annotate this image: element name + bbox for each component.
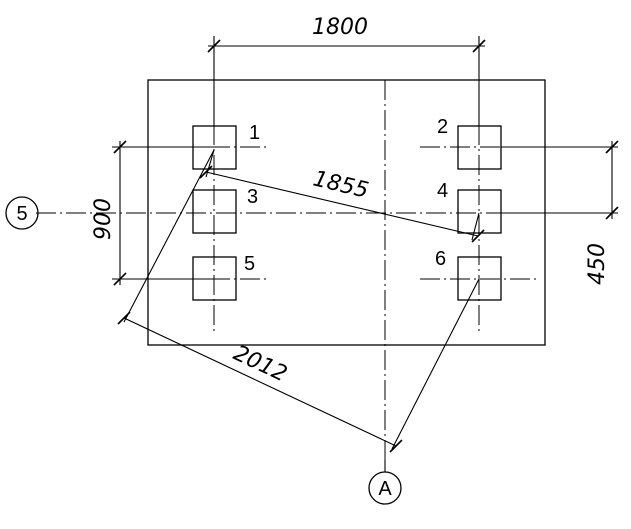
grid-bubble-5: 5 bbox=[5, 196, 39, 230]
dimension-2012: 2012 bbox=[117, 149, 480, 453]
pile-label-4: 4 bbox=[437, 180, 448, 202]
grid-bubble-a: A bbox=[368, 460, 402, 505]
dimension-text-1800: 1800 bbox=[312, 15, 368, 40]
pile-label-2: 2 bbox=[437, 116, 448, 138]
dimension-text-2012: 2012 bbox=[229, 341, 290, 387]
grid-bubble-5-label: 5 bbox=[16, 203, 27, 225]
dimension-text-1855: 1855 bbox=[311, 167, 371, 204]
pile-label-3: 3 bbox=[247, 186, 258, 208]
dimension-1800: 1800 bbox=[207, 15, 486, 126]
dimension-450: 450 bbox=[501, 140, 619, 285]
pile-label-6: 6 bbox=[435, 248, 446, 270]
grid-bubble-a-label: A bbox=[378, 478, 392, 500]
pile-3 bbox=[192, 189, 237, 234]
dimension-900: 900 bbox=[91, 140, 214, 286]
dimension-text-450: 450 bbox=[585, 243, 610, 285]
pile-label-5: 5 bbox=[244, 253, 255, 275]
dimension-text-900: 900 bbox=[91, 198, 116, 240]
pile-6 bbox=[457, 256, 502, 301]
pile-label-1: 1 bbox=[249, 122, 260, 144]
pile-4 bbox=[457, 189, 502, 234]
